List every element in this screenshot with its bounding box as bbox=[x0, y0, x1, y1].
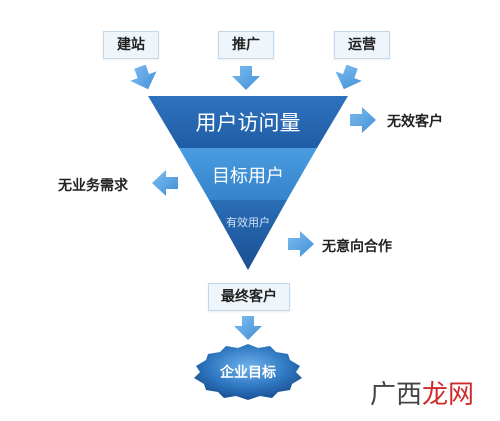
funnel-segment-middle bbox=[179, 148, 317, 200]
watermark: 广西龙网 bbox=[370, 374, 474, 411]
right-arrow-icon bbox=[350, 107, 376, 133]
output-label-no-business-need: 无业务需求 bbox=[58, 178, 128, 194]
down-arrow-icon bbox=[130, 64, 157, 90]
funnel-label-bottom: 有效用户 bbox=[226, 215, 270, 229]
down-arrow-icon bbox=[335, 64, 362, 90]
final-customer-box: 最终客户 bbox=[208, 283, 290, 311]
funnel-label-top: 用户访问量 bbox=[196, 111, 301, 135]
output-label-no-cooperation-intent: 无意向合作 bbox=[322, 239, 392, 255]
source-label-yunying: 运营 bbox=[334, 31, 390, 59]
right-arrow-icon bbox=[288, 231, 314, 257]
output-label-invalid-customer: 无效客户 bbox=[387, 114, 443, 130]
watermark-brand: 龙网 bbox=[421, 380, 474, 410]
funnel-label-middle: 目标用户 bbox=[212, 166, 284, 187]
goal-label: 企业目标 bbox=[219, 364, 276, 381]
source-label-jianzhan: 建站 bbox=[103, 31, 159, 59]
watermark-prefix: 广西 bbox=[369, 380, 422, 410]
source-label-tuiguang: 推广 bbox=[218, 31, 274, 59]
funnel-segment-top bbox=[148, 96, 348, 148]
left-arrow-icon bbox=[152, 170, 178, 196]
goal-starburst bbox=[194, 344, 302, 400]
funnel-segment-bottom bbox=[209, 200, 287, 270]
down-arrow-icon bbox=[234, 316, 262, 340]
down-arrow-icon bbox=[232, 66, 260, 90]
